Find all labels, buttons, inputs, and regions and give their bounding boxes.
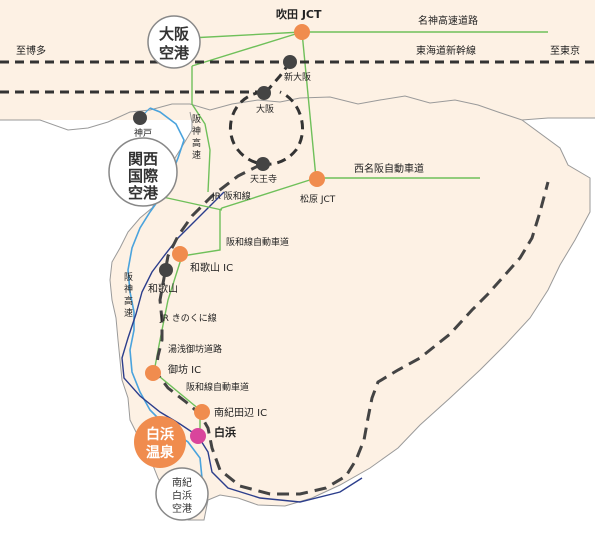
- jr-line: [121, 191, 363, 503]
- airport-nanki-l3: 空港: [172, 502, 192, 515]
- airport-osaka-l2: 空港: [159, 44, 190, 62]
- airport-kansai-l1: 関西: [128, 150, 158, 168]
- ic-minami-kii-tanabe: [194, 404, 210, 420]
- label-jr-hanwa: JR 阪和線: [211, 190, 251, 202]
- station-tennoji: [256, 157, 270, 171]
- station-osaka: [257, 86, 271, 100]
- label-suita: 吹田 JCT: [276, 7, 322, 21]
- label-hanwa-expwy-2: 阪和線自動車道: [186, 381, 249, 393]
- ic-gobo: [145, 365, 161, 381]
- station-shin-osaka: [283, 55, 297, 69]
- label-kobe: 神戸: [134, 127, 152, 139]
- land-north: [0, 0, 595, 120]
- label-hanshin-top-2: 神: [192, 125, 201, 137]
- ic-suita: [294, 24, 310, 40]
- label-meishin: 名神高速道路: [418, 14, 478, 27]
- label-matsubara: 松原 JCT: [300, 193, 336, 205]
- ic-matsubara: [309, 171, 325, 187]
- label-shinkansen: 東海道新幹線: [416, 44, 476, 57]
- label-hanshin-top-1: 阪: [192, 114, 201, 125]
- label-to-tokyo: 至東京: [550, 44, 580, 57]
- label-hanshin-bottom-1: 阪: [124, 272, 133, 283]
- airport-osaka: [147, 15, 201, 69]
- airport-kansai-l2: 国際: [128, 167, 159, 185]
- label-hanshin-top-4: 速: [192, 150, 201, 161]
- onsen-l1: 白浜: [146, 426, 174, 443]
- ic-wakayama: [172, 246, 188, 262]
- label-to-hakata: 至博多: [16, 44, 46, 57]
- label-hanshin-bottom-3: 高: [124, 295, 133, 307]
- label-shirahama: 白浜: [214, 425, 236, 439]
- jr-main-dashed: [154, 162, 550, 496]
- airport-kansai-l3: 空港: [128, 184, 159, 202]
- airport-nanki-l1: 南紀: [172, 476, 192, 489]
- label-minami-kii-tanabe: 南紀田辺 IC: [214, 406, 267, 419]
- expressway-network: [139, 31, 548, 436]
- airport-kansai: [108, 137, 178, 207]
- station-kobe: [133, 111, 147, 125]
- point-shirahama: [190, 428, 206, 444]
- label-hanwa-expwy-1: 阪和線自動車道: [226, 236, 289, 248]
- station-wakayama: [159, 263, 173, 277]
- airport-nanki: [155, 467, 209, 521]
- airport-osaka-l1: 大阪: [159, 25, 190, 43]
- label-hanshin-bottom-2: 神: [124, 283, 133, 295]
- label-wakayama-ic: 和歌山 IC: [190, 261, 233, 274]
- label-wakayama: 和歌山: [148, 282, 178, 295]
- label-tennoji: 天王寺: [250, 174, 277, 185]
- label-shin-osaka: 新大阪: [284, 71, 311, 83]
- label-hanshin-top-3: 高: [192, 137, 201, 149]
- onsen-l2: 温泉: [146, 444, 175, 461]
- onsen-badge: [134, 416, 186, 468]
- label-yuasa-gobo: 湯浅御坊道路: [168, 343, 222, 355]
- label-nishi-meihan: 西名阪自動車道: [354, 162, 424, 175]
- label-jr-kinokuni: JR きのくに線: [159, 312, 217, 324]
- coastline-north: [0, 95, 595, 131]
- label-gobo-ic: 御坊 IC: [168, 363, 201, 376]
- label-hanshin-bottom-4: 速: [124, 308, 133, 319]
- airport-nanki-l2: 白浜: [172, 489, 192, 502]
- label-osaka: 大阪: [256, 103, 274, 115]
